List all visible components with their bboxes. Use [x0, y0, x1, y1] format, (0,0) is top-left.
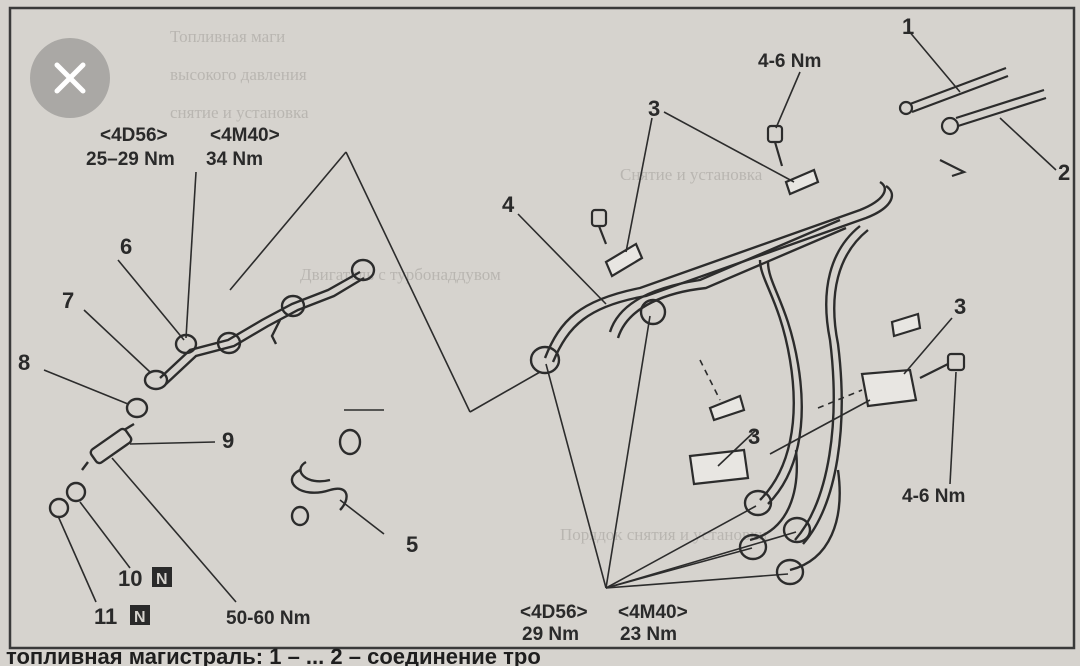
leader-lines-left	[43, 151, 541, 603]
torque-4m40-engine-bottom: <4M40>	[618, 602, 688, 623]
bg-text-line: Порядок снятия и установки	[560, 525, 767, 544]
part-label-9: 9	[222, 428, 234, 453]
figure-caption: топливная магистраль: 1 – ... 2 – соедин…	[6, 648, 541, 666]
torque-4d56-value-bottom: 29 Nm	[522, 624, 579, 645]
injector-9	[81, 422, 135, 471]
torque-4m40-engine-top: <4M40>	[210, 125, 280, 146]
torque-glow-plug: 50-60 Nm	[226, 608, 311, 629]
new-part-badge-letter: N	[156, 571, 168, 588]
bg-text-line: Снятие и установка	[620, 165, 763, 184]
hose-5	[290, 428, 362, 527]
part-label-7: 7	[62, 288, 74, 313]
new-part-badge	[130, 605, 150, 625]
new-part-badge-letter: N	[134, 609, 146, 626]
part-label-4: 4	[502, 192, 515, 217]
part-label-11: 11	[94, 604, 117, 629]
torque-4m40-value-top: 34 Nm	[206, 149, 263, 170]
bg-text-line: высокого давления	[170, 65, 307, 84]
part-label-10: 10	[118, 566, 142, 591]
washer-11	[48, 497, 70, 519]
torque-bolt-top: 4-6 Nm	[758, 51, 821, 72]
torque-4d56-engine-bottom: <4D56>	[520, 602, 588, 623]
close-icon	[54, 62, 86, 94]
bg-text-line: снятие и установка	[170, 103, 309, 122]
part-label-3-right: 3	[954, 294, 966, 319]
torque-4m40-value-bottom: 23 Nm	[620, 624, 677, 645]
dashed-leaders	[699, 359, 863, 409]
new-part-badge	[152, 567, 172, 587]
part-label-5: 5	[406, 532, 418, 557]
washer-10	[65, 481, 87, 503]
clamp-bolts	[590, 124, 966, 379]
diagram-frame	[8, 6, 1076, 650]
torque-4d56-value-top: 25–29 Nm	[86, 149, 175, 170]
washer-8	[125, 397, 149, 419]
leader-lines-right	[517, 29, 1057, 589]
part-label-3-center: 3	[748, 424, 760, 449]
part-label-2: 2	[1058, 160, 1070, 185]
torque-4d56-engine-top: <4D56>	[100, 125, 168, 146]
background-text: Топливная маги высокого давления снятие …	[170, 27, 767, 544]
high-pressure-pipes	[529, 180, 893, 586]
parts-1-2	[898, 66, 1047, 178]
part-label-1: 1	[902, 14, 914, 39]
part-label-3-top: 3	[648, 96, 660, 121]
return-pipe-assembly	[143, 258, 376, 391]
bg-text-line: Топливная маги	[170, 27, 285, 46]
close-button[interactable]	[30, 38, 110, 118]
part-label-8: 8	[18, 350, 30, 375]
bg-text-line: Двигатель с турбонаддувом	[300, 265, 501, 284]
part-label-6: 6	[120, 234, 132, 259]
torque-bolt-right: 4-6 Nm	[902, 486, 965, 507]
pipe-clamps-3	[604, 168, 922, 486]
